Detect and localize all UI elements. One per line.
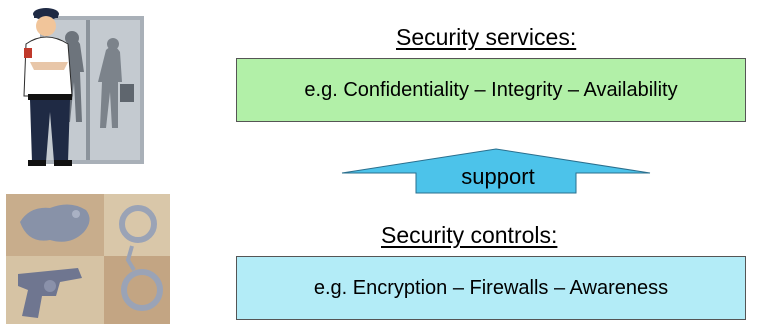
security-controls-examples: e.g. Encryption – Firewalls – Awareness [313, 276, 669, 299]
security-controls-heading: Security controls: [381, 222, 558, 248]
support-arrow [341, 148, 651, 194]
security-services-examples: e.g. Confidentiality – Integrity – Avail… [304, 78, 678, 101]
security-guard-illustration [14, 4, 146, 175]
security-controls-box: e.g. Encryption – Firewalls – Awareness [236, 256, 746, 320]
support-label: support [461, 164, 535, 189]
police-tools-illustration [6, 194, 170, 329]
security-services-heading: Security services: [396, 24, 577, 50]
security-services-box: e.g. Confidentiality – Integrity – Avail… [236, 58, 746, 122]
